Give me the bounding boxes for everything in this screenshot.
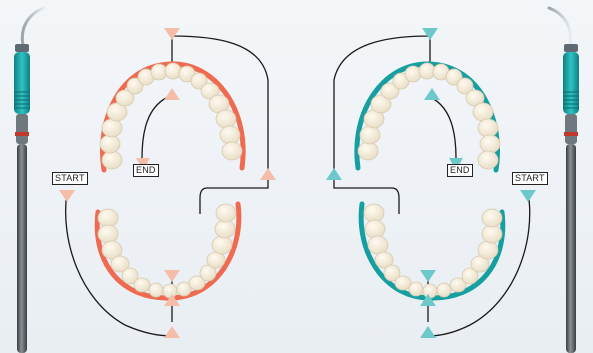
arrow-down-icon <box>520 190 536 202</box>
left-start-label: START <box>52 172 88 185</box>
arrow-down-icon <box>422 28 438 40</box>
scaler-right-icon <box>549 8 579 353</box>
arrow-up-icon <box>420 326 436 338</box>
arrow-down-icon <box>420 270 436 282</box>
right-upper-arch <box>357 63 500 170</box>
right-start-label: START <box>512 172 548 185</box>
arrow-up-icon <box>164 88 180 100</box>
right-end-label: END <box>447 164 473 177</box>
left-upper-arch <box>100 63 243 170</box>
right-lower-arch <box>361 204 503 298</box>
arrow-down-icon <box>59 190 75 202</box>
scaler-left-icon <box>14 8 44 353</box>
arrow-up-icon <box>260 168 276 180</box>
left-end-label: END <box>133 164 159 177</box>
arrow-up-icon <box>164 326 180 338</box>
arrow-up-icon <box>424 88 440 100</box>
arrow-down-icon <box>164 270 180 282</box>
arrow-up-icon <box>326 168 342 180</box>
left-lower-arch <box>97 204 239 298</box>
arrow-down-icon <box>164 28 180 40</box>
